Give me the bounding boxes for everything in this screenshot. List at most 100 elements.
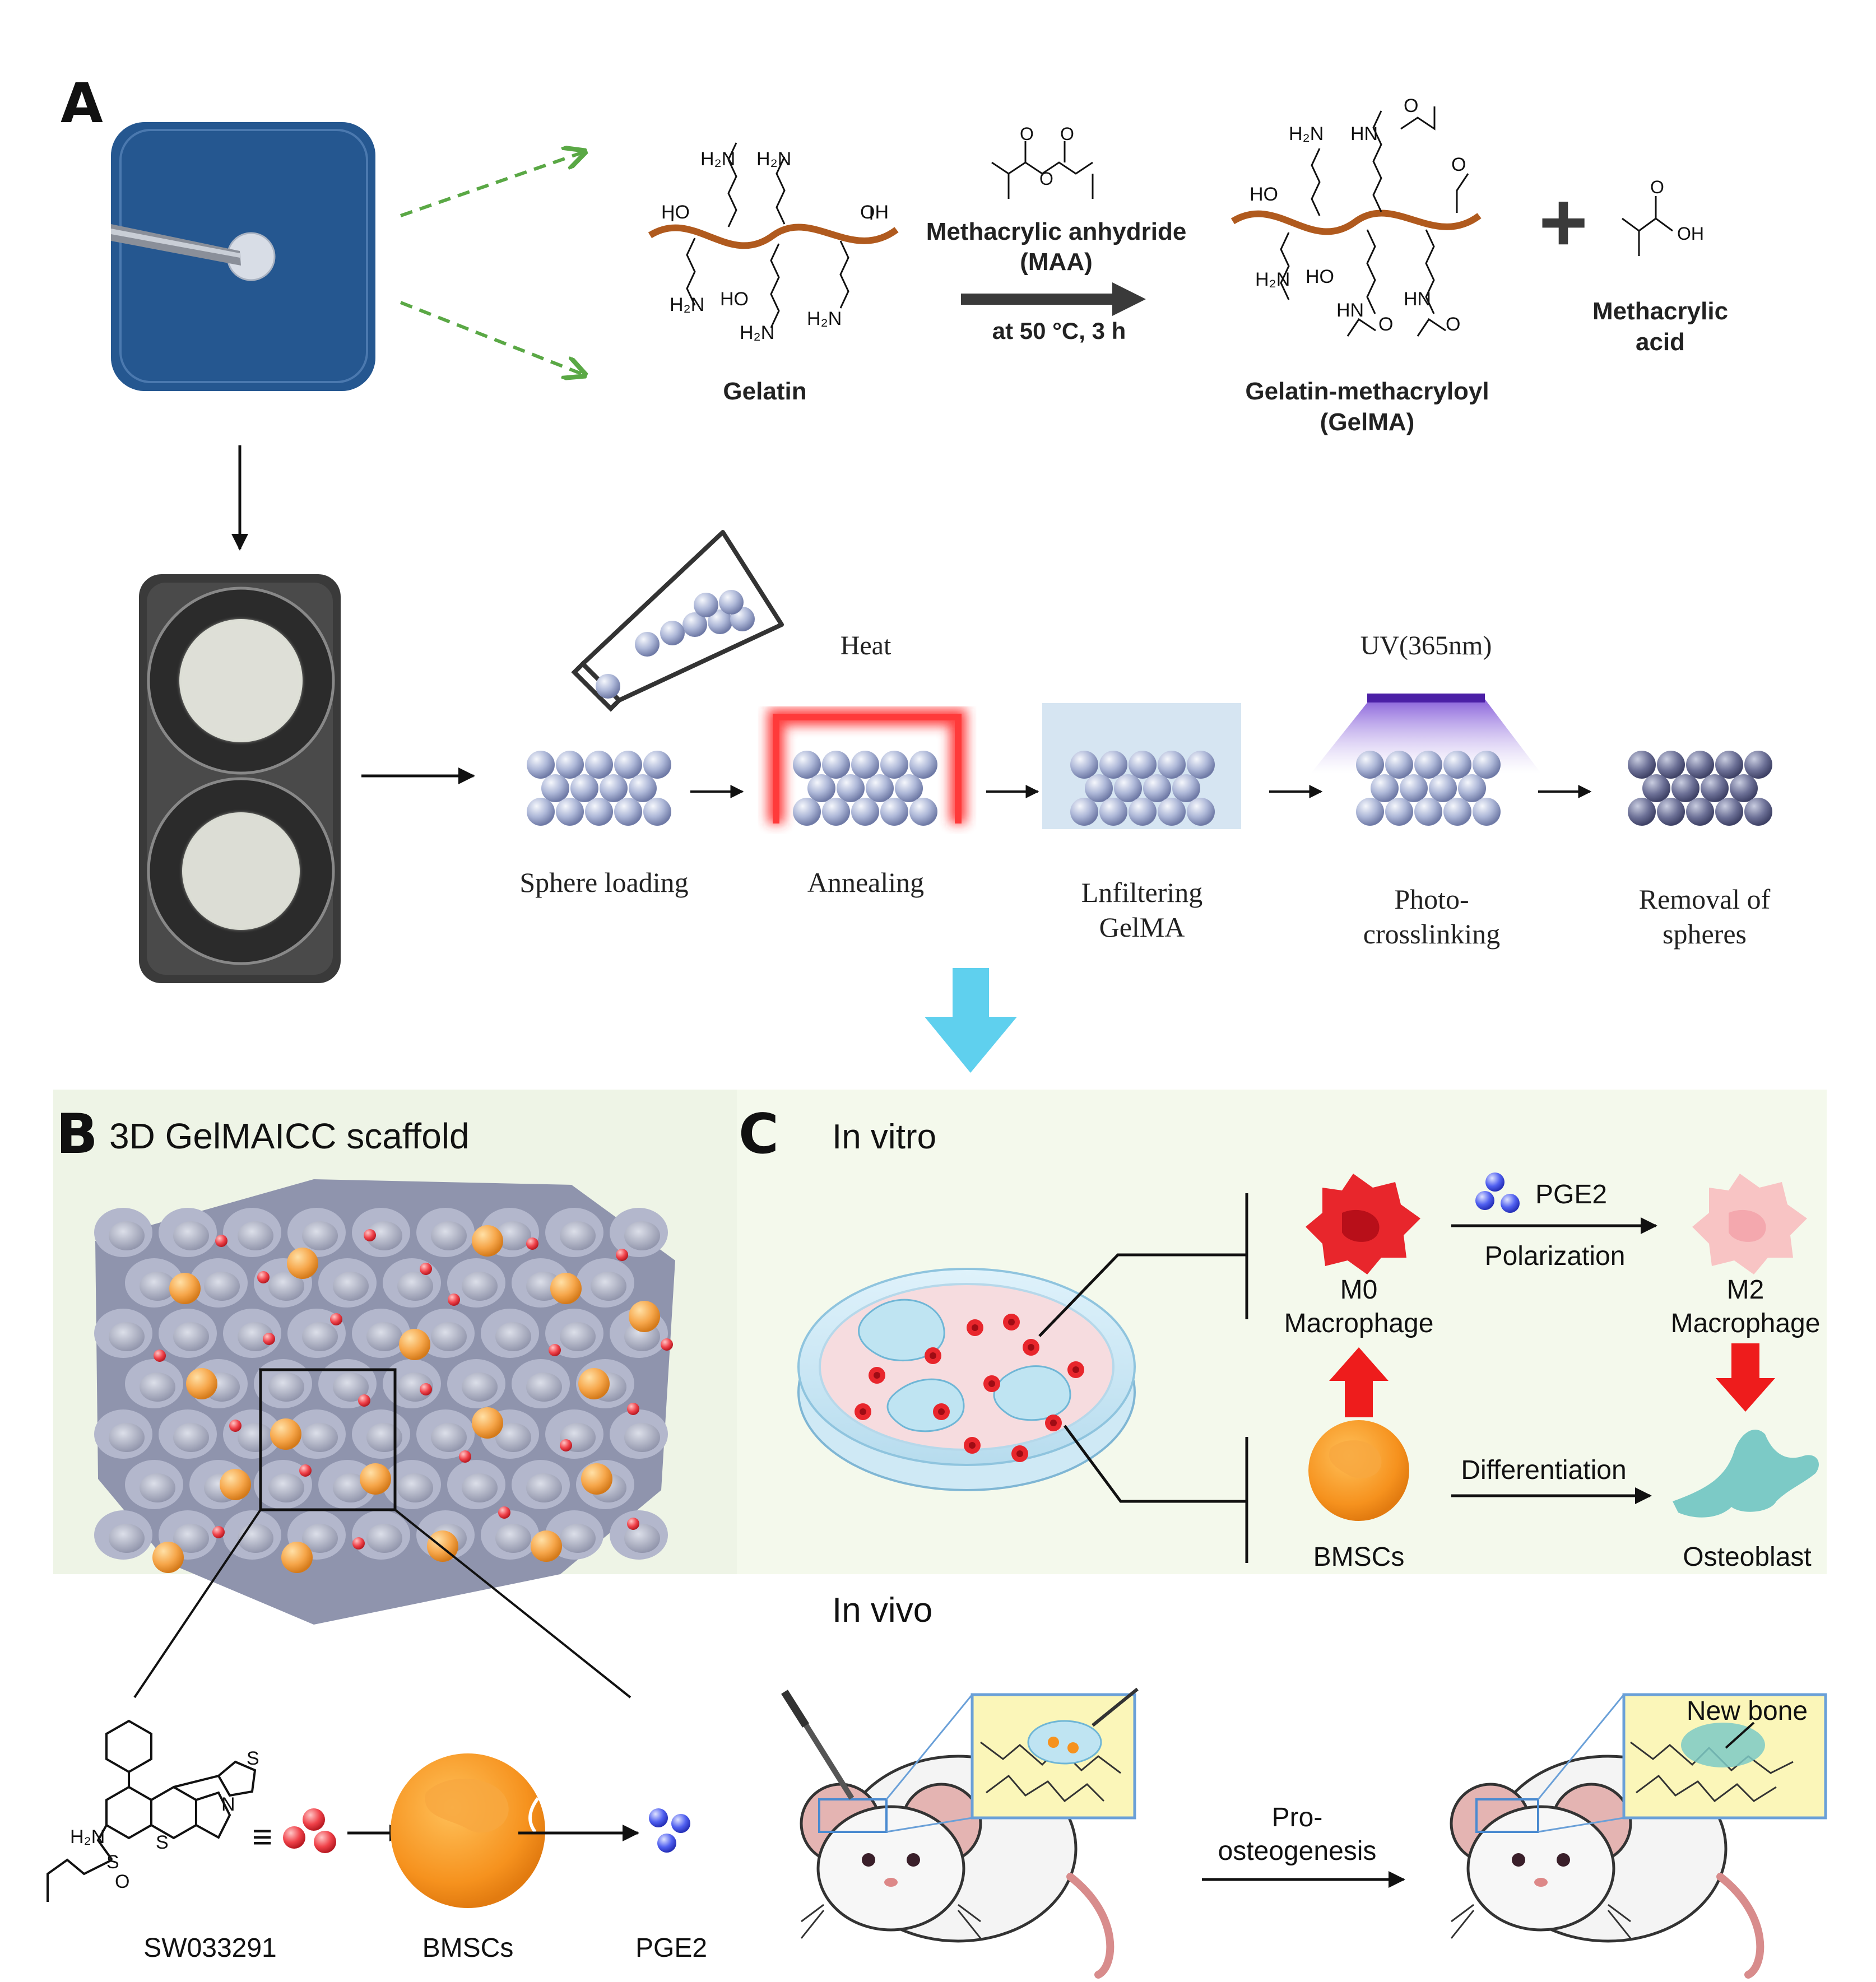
- maa-atoms: O O O: [1020, 124, 1074, 189]
- packed-sphere: [1129, 798, 1157, 826]
- reagent-abbr: (MAA): [1020, 248, 1093, 276]
- panel-label-a: A: [61, 72, 103, 136]
- byproduct-label-2: acid: [1636, 328, 1685, 356]
- scaffold-pore-hole: [173, 1221, 209, 1250]
- scaffold-drug-dot: [352, 1537, 365, 1550]
- panel-label-c: C: [739, 1102, 779, 1166]
- packed-sphere: [1070, 798, 1098, 826]
- scaffold-pore-hole: [238, 1322, 273, 1351]
- scaffold-drug-dot: [420, 1263, 432, 1275]
- scaffold-pore-hole: [431, 1322, 467, 1351]
- scaffold-pore-hole: [109, 1322, 145, 1351]
- svg-text:O: O: [1404, 95, 1418, 117]
- scaffold-bmsc-dot: [629, 1301, 660, 1332]
- scaffold-pore-hole: [624, 1524, 660, 1553]
- gelma-labels: H₂N HN O HO O H₂N HO HN HN O O: [1250, 95, 1466, 335]
- in-vitro-label: In vitro: [832, 1118, 936, 1156]
- sw-atoms: H₂N S N S S O: [70, 1748, 259, 1892]
- packed-sphere: [1172, 774, 1200, 802]
- packed-sphere: [880, 751, 908, 779]
- step-label-infiltrating-2: GelMA: [1099, 911, 1185, 943]
- panel-label-b: B: [56, 1102, 98, 1166]
- scaffold-pore-hole: [462, 1473, 498, 1502]
- scaffold-pore-hole: [366, 1221, 402, 1250]
- scaffold-pore-hole: [140, 1372, 175, 1402]
- packed-sphere: [1628, 798, 1656, 826]
- packed-sphere: [600, 774, 628, 802]
- new-bone-label: New bone: [1687, 1696, 1808, 1726]
- scaffold-drug-dot: [364, 1229, 376, 1241]
- pge2-label-c: PGE2: [1535, 1180, 1607, 1209]
- packed-sphere: [1628, 751, 1656, 779]
- svg-text:O: O: [1451, 154, 1466, 175]
- pge2-dots: [649, 1808, 690, 1853]
- bmsc-label-c: BMSCs: [1313, 1542, 1405, 1572]
- scaffold-drug-dot: [263, 1333, 275, 1345]
- scaffold-pore-hole: [495, 1322, 531, 1351]
- packed-sphere: [1356, 751, 1384, 779]
- zoom-inset-new-bone: [1537, 1693, 1827, 1833]
- sw033291-label: SW033291: [143, 1933, 277, 1963]
- scaffold-pore-hole: [560, 1524, 596, 1553]
- packed-sphere: [1099, 798, 1127, 826]
- osteoblast-label: Osteoblast: [1683, 1542, 1811, 1572]
- scaffold-pore-hole: [173, 1524, 209, 1553]
- packed-sphere: [1385, 751, 1413, 779]
- zoom-line-right: [394, 1509, 631, 1699]
- packed-sphere: [1143, 774, 1171, 802]
- scaffold-bmsc-dot: [472, 1225, 503, 1257]
- packed-sphere: [1400, 774, 1428, 802]
- packed-sphere: [1070, 751, 1098, 779]
- scaffold-pore-hole: [302, 1524, 338, 1553]
- packed-sphere: [1744, 798, 1772, 826]
- svg-text:HN: HN: [1404, 289, 1431, 310]
- packed-sphere: [1371, 774, 1399, 802]
- maa-molecule: [991, 141, 1094, 199]
- pro-osteogenesis-label-1: Pro-: [1272, 1803, 1323, 1832]
- packed-sphere: [1744, 751, 1772, 779]
- spheres-step-annealing: [793, 751, 937, 826]
- packed-sphere: [585, 751, 613, 779]
- packed-sphere: [1473, 798, 1501, 826]
- packed-sphere: [793, 751, 821, 779]
- spheres-step-loading: [527, 751, 671, 826]
- dish-macrophage-nucleus: [972, 1324, 978, 1331]
- scaffold-pore-hole: [204, 1272, 240, 1301]
- dish-macrophage-nucleus: [938, 1408, 945, 1415]
- packed-sphere: [570, 774, 598, 802]
- bmsc-cell-small: [1308, 1420, 1409, 1521]
- packed-sphere: [1458, 774, 1486, 802]
- packed-sphere: [1356, 798, 1384, 826]
- scaffold-drug-dot: [627, 1403, 639, 1415]
- packed-sphere: [1443, 751, 1471, 779]
- zoom-line-left: [133, 1509, 262, 1699]
- step-label-infiltrating-1: Lnfiltering: [1081, 877, 1203, 908]
- scaffold-pore-hole: [333, 1473, 369, 1502]
- bmsc-label-b: BMSCs: [422, 1933, 514, 1963]
- cyan-down-arrow: [925, 968, 1017, 1073]
- scaffold-drug-dot: [229, 1420, 242, 1432]
- spheres-step-infiltrating: [1070, 751, 1215, 826]
- packed-sphere: [1187, 751, 1215, 779]
- packed-sphere: [1414, 751, 1442, 779]
- scaffold-bmsc-dot: [472, 1407, 503, 1439]
- heat-bracket: [768, 709, 967, 823]
- dish-macrophage-nucleus: [1050, 1420, 1057, 1426]
- scaffold-pore-hole: [109, 1423, 145, 1452]
- scaffold-pore-hole: [333, 1372, 369, 1402]
- step-label-annealing: Annealing: [807, 867, 924, 898]
- m0-label-2: Macrophage: [1284, 1309, 1434, 1338]
- red-arrow-up: [1329, 1347, 1389, 1417]
- packed-sphere: [1473, 751, 1501, 779]
- scaffold-pore-hole: [302, 1322, 338, 1351]
- scaffold-title: 3D GelMAICC scaffold: [109, 1116, 470, 1156]
- scaffold-bmsc-dot: [152, 1542, 184, 1573]
- packed-sphere: [1085, 774, 1113, 802]
- m0-label-1: M0: [1340, 1275, 1378, 1305]
- svg-text:HO: HO: [661, 202, 690, 223]
- polarization-label: Polarization: [1485, 1241, 1626, 1271]
- byproduct-label-1: Methacrylic: [1592, 297, 1728, 325]
- scaffold-drug-dot: [215, 1235, 227, 1247]
- osteoblast-cell: [1673, 1429, 1819, 1518]
